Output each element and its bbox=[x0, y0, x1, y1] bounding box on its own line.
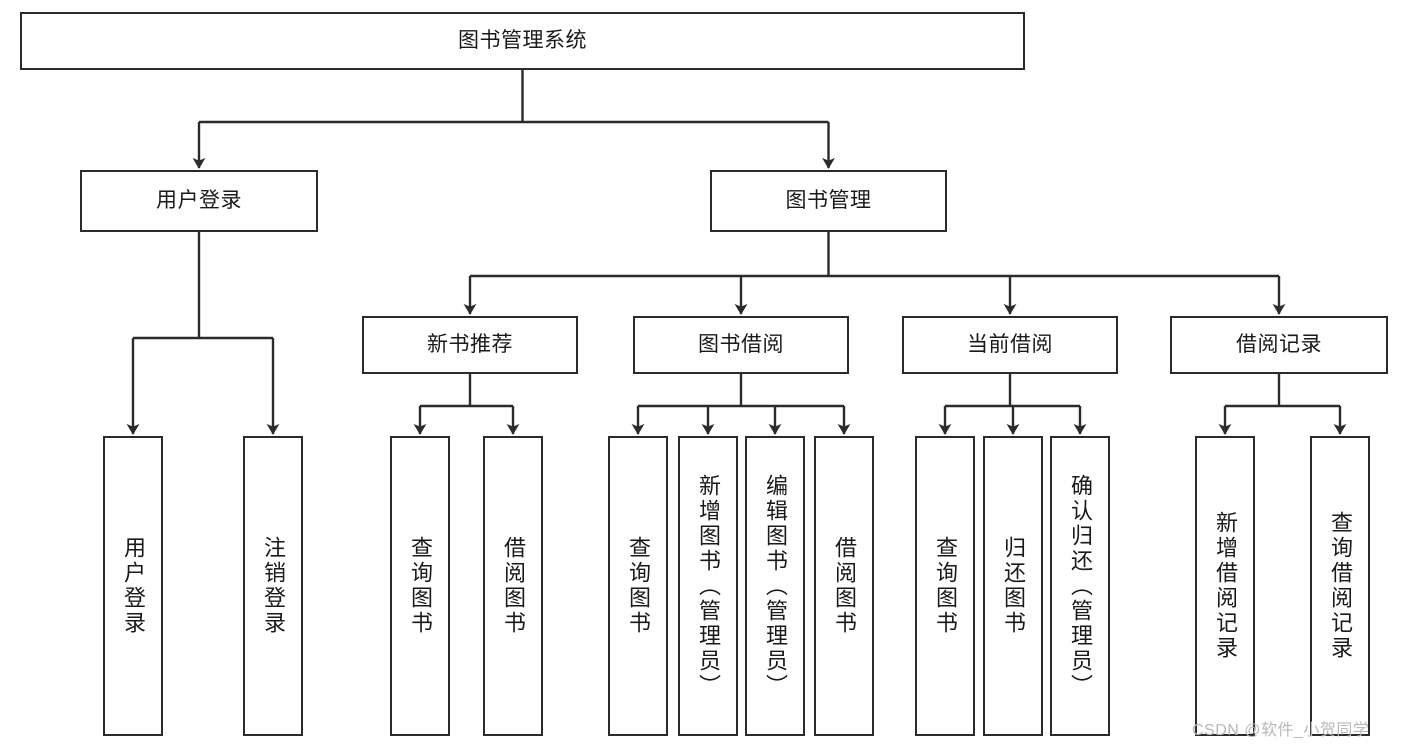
node-label: 查询图书 bbox=[626, 536, 651, 636]
node-bookmgmt[interactable]: 图书管理 bbox=[710, 170, 947, 232]
node-label: 查询图书 bbox=[408, 536, 433, 636]
node-leaf-borrow-1[interactable]: 查询图书 bbox=[608, 436, 668, 736]
node-leaf-borrow-2[interactable]: 新增图书（管理员） bbox=[678, 436, 738, 736]
node-label: 归还图书 bbox=[1001, 536, 1026, 636]
node-label: 注销登录 bbox=[261, 536, 286, 636]
node-leaf-rec-1[interactable]: 新增借阅记录 bbox=[1195, 436, 1255, 736]
node-label: 借阅记录 bbox=[1236, 333, 1322, 357]
node-leaf-borrow-3[interactable]: 编辑图书（管理员） bbox=[745, 436, 805, 736]
node-leaf-cur-1[interactable]: 查询图书 bbox=[915, 436, 975, 736]
node-current[interactable]: 当前借阅 bbox=[902, 316, 1118, 374]
node-label: 编辑图书（管理员） bbox=[763, 473, 788, 699]
node-leaf-new-1[interactable]: 查询图书 bbox=[390, 436, 450, 736]
node-label: 新书推荐 bbox=[427, 333, 513, 357]
node-leaf-login-1[interactable]: 用户登录 bbox=[103, 436, 163, 736]
node-label: 确认归还（管理员） bbox=[1068, 473, 1093, 699]
node-label: 图书借阅 bbox=[698, 333, 784, 357]
node-label: 图书管理系统 bbox=[458, 29, 587, 53]
node-leaf-login-2[interactable]: 注销登录 bbox=[243, 436, 303, 736]
node-label: 新增图书（管理员） bbox=[696, 473, 721, 699]
node-leaf-cur-2[interactable]: 归还图书 bbox=[983, 436, 1043, 736]
node-leaf-new-2[interactable]: 借阅图书 bbox=[483, 436, 543, 736]
node-root[interactable]: 图书管理系统 bbox=[20, 12, 1025, 70]
node-label: 新增借阅记录 bbox=[1213, 511, 1238, 661]
node-borrow[interactable]: 图书借阅 bbox=[633, 316, 849, 374]
node-label: 用户登录 bbox=[156, 189, 242, 213]
node-login[interactable]: 用户登录 bbox=[80, 170, 318, 232]
node-label: 用户登录 bbox=[121, 536, 146, 636]
node-leaf-borrow-4[interactable]: 借阅图书 bbox=[814, 436, 874, 736]
node-leaf-cur-3[interactable]: 确认归还（管理员） bbox=[1050, 436, 1110, 736]
node-newbook[interactable]: 新书推荐 bbox=[362, 316, 578, 374]
node-label: 查询借阅记录 bbox=[1328, 511, 1353, 661]
node-label: 图书管理 bbox=[785, 189, 872, 213]
node-label: 当前借阅 bbox=[967, 333, 1053, 357]
node-records[interactable]: 借阅记录 bbox=[1170, 316, 1388, 374]
node-label: 借阅图书 bbox=[832, 536, 857, 636]
node-leaf-rec-2[interactable]: 查询借阅记录 bbox=[1310, 436, 1370, 736]
node-label: 查询图书 bbox=[933, 536, 958, 636]
node-label: 借阅图书 bbox=[501, 536, 526, 636]
